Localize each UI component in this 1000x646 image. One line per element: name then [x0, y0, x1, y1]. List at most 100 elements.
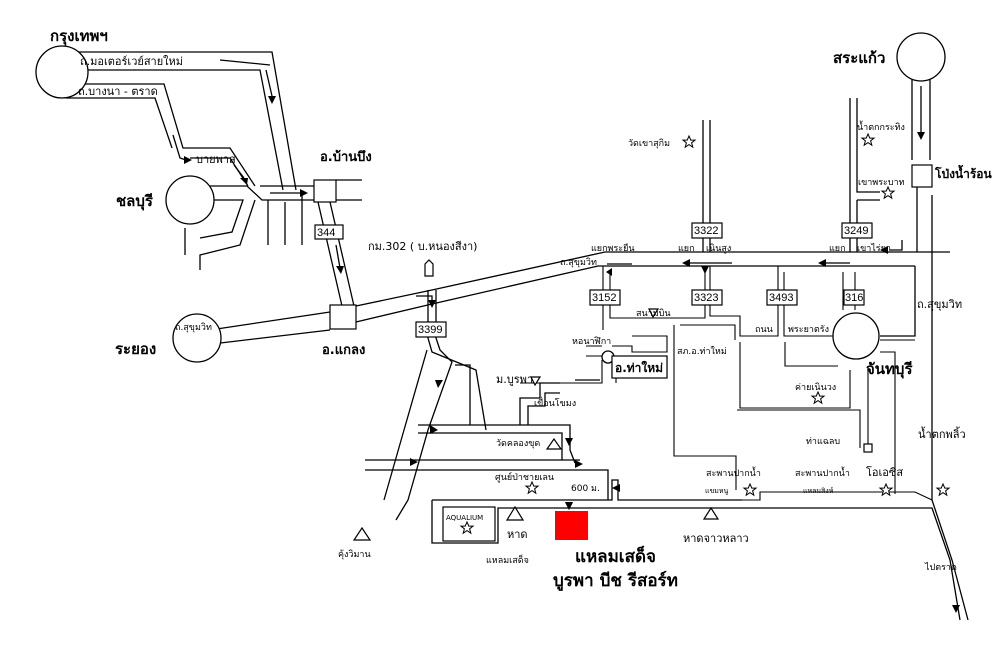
khao-phra-bat-label: เขาพระบาท [858, 178, 905, 188]
klaeng-box [329, 304, 357, 330]
coast-road [432, 479, 742, 501]
triangle-icon [545, 437, 563, 450]
kung-wiman-label: คุ้งวิมาน [338, 549, 371, 560]
route-3249-label: 3249 [844, 225, 868, 237]
pong-nam-ron-label: โป่งน้ำร้อน [934, 164, 993, 181]
route-316-label: 316 [845, 292, 863, 304]
motorway-label: ถ.มอเตอร์เวย์สายใหม่ [80, 55, 183, 68]
route-344-label: 344 [317, 227, 335, 239]
sukhumvit-road-edge [209, 311, 331, 345]
star-icon [936, 483, 950, 496]
aquarium-box [442, 506, 496, 542]
star-icon [879, 483, 893, 496]
burapha-univ-label: ม.บูรพา [496, 373, 533, 386]
thanon-label: ถนน [755, 325, 773, 335]
bangkok-label: กรุงเทพฯ [50, 27, 108, 46]
arrow-down-icon [268, 96, 276, 104]
route3399-road-edge [383, 349, 428, 501]
arrow-right-icon [410, 458, 418, 466]
arrow-left-icon [880, 246, 888, 254]
grid-road [709, 266, 779, 337]
sukhumvit-road-edge [355, 265, 915, 323]
nam-tok-phlio-label: น้ำตกพลิ้ว [918, 426, 966, 441]
phraya-trang-label: พระยาตรัง [788, 325, 829, 335]
oasis-label: โอเอซีส [866, 465, 903, 479]
phra-yuen-junction-label: แยกพระยืน [591, 243, 635, 254]
district-boxes [313, 164, 933, 542]
arrow-left-icon [818, 259, 826, 267]
star-icon [861, 133, 875, 146]
chonburi-road-edge [199, 199, 244, 239]
bangna-trat-label: ถ.บางนา - ตราด [78, 85, 158, 98]
triangle-icon [702, 506, 720, 520]
bangkok-marker [35, 45, 89, 99]
sakaeo-marker [896, 32, 946, 82]
grid-road [880, 339, 915, 494]
bangna-road-edge [70, 83, 256, 187]
grid-road [673, 325, 737, 490]
coast-road [742, 491, 933, 501]
arrow-left-icon [682, 259, 690, 267]
triangle-icon [505, 505, 525, 521]
tha-chalaep-marker [863, 443, 873, 453]
sukhumvit-mid-label: ถ.สุขุมวิท [560, 257, 597, 268]
chanthaburi-marker [832, 312, 880, 360]
chonburi-road-edge [199, 199, 256, 270]
labels-layer: กรุงเทพฯ ชลบุรี ระยอง สระแก้ว จันทบุรี อ… [50, 27, 993, 592]
route3399-road-edge [427, 290, 487, 431]
arrow-down-icon [701, 266, 709, 274]
beach-sub-label: แหลมเสด็จ [486, 553, 529, 566]
route3399-road-edge [455, 364, 471, 425]
bridge1-sub-label: แขมหนู [705, 487, 729, 495]
rayong-marker [172, 313, 222, 363]
arrow-down-icon [565, 438, 573, 446]
route-3493-label: 3493 [769, 292, 793, 304]
arrow-down-icon [240, 178, 248, 185]
khuean-label: เขื่อนโขมง [534, 396, 576, 409]
arrow-right-icon [430, 425, 438, 434]
grid-road [737, 366, 869, 448]
arrow-down-icon [917, 132, 925, 140]
route-road [418, 424, 576, 464]
sakaeo-label: สระแก้ว [833, 49, 885, 67]
airport-label: สนามบิน [636, 308, 671, 319]
arrow-left-icon [606, 268, 612, 276]
arrow-down-icon [952, 605, 960, 613]
tha-chalaep-label: ท่าแฉลบ [806, 437, 840, 447]
route-3399-label: 3399 [418, 324, 442, 336]
chao-lao-beach-label: หาดจาวหลาว [683, 532, 749, 545]
mangrove-center-label: ศูนย์ป่าชายเลน [495, 471, 554, 483]
route3399-road-edge [395, 290, 453, 521]
star-icon [881, 186, 895, 199]
direction-arrows [172, 59, 960, 613]
arrow-right-icon [300, 189, 308, 197]
sukhumvit-east-edge [880, 266, 916, 337]
route-road [365, 459, 609, 500]
chonburi-road-edge [210, 185, 315, 201]
police-station-label: สภ.อ.ท่าใหม่ [677, 346, 727, 357]
arrow-left-icon [612, 484, 620, 492]
wat-khao-sukim-label: วัดเขาสุกิม [628, 138, 670, 149]
bridge2-label: สะพานปากน้ำ [795, 466, 850, 479]
markers-layer [352, 133, 950, 541]
wat-khlong-khut-label: วัดคลองขุด [496, 439, 540, 449]
chanthaburi-label: จันทบุรี [866, 360, 913, 379]
roads-layer [66, 51, 969, 621]
route-3322-label: 3322 [694, 225, 718, 237]
route-road [519, 382, 560, 425]
star-icon [743, 483, 757, 496]
aquarium-label: AQUALIUM [446, 514, 483, 522]
coast-road [431, 500, 742, 544]
junction-label: แยก [678, 244, 695, 254]
klaeng-label: อ.แกลง [322, 343, 365, 358]
inverted-triangle-icon [530, 376, 542, 387]
arrow-down-icon [336, 266, 344, 274]
cities-layer [35, 32, 946, 364]
chonburi-marker [165, 175, 215, 225]
sukhumvit-east-label: ถ.สุขุมวิท [917, 298, 962, 311]
bridge1-label: สะพานปากน้ำ [706, 466, 761, 479]
sukhumvit-rayong-label: ถ.สุขุมวิท [175, 322, 212, 333]
beach-label: หาด [507, 528, 528, 541]
